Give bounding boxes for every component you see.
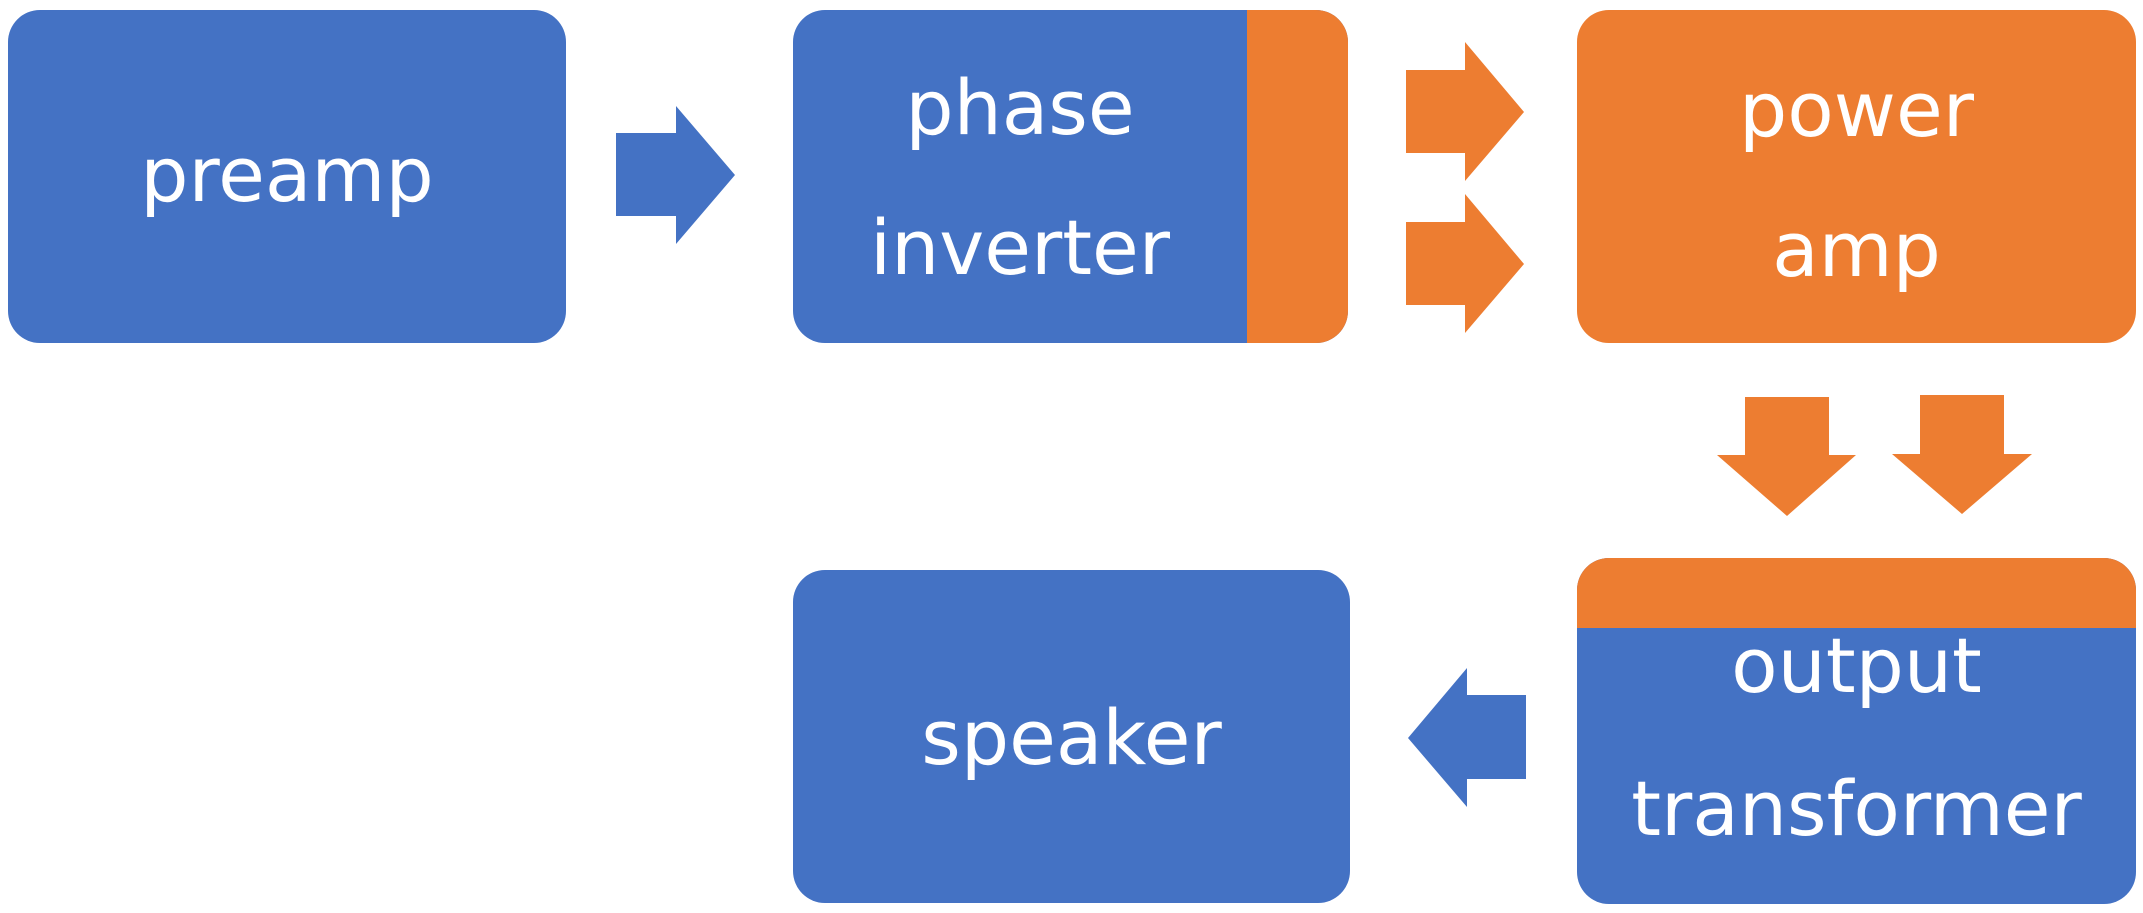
power-amp-box: power amp bbox=[1577, 10, 2136, 343]
output-transformer-orange-band bbox=[1577, 558, 2136, 628]
arrow-preamp-to-phase-inverter bbox=[616, 106, 735, 244]
output-transformer-label-line2: transformer bbox=[1631, 764, 2082, 853]
power-amp-label-line1: power bbox=[1739, 65, 1974, 154]
arrow-output-transformer-to-speaker bbox=[1408, 668, 1526, 807]
preamp-label: preamp bbox=[140, 130, 434, 219]
phase-inverter-label-line2: inverter bbox=[869, 203, 1171, 292]
phase-inverter-box: phase inverter bbox=[793, 10, 1348, 343]
output-transformer-label-line1: output bbox=[1731, 621, 1982, 710]
arrow-phase-inverter-to-power-amp-upper bbox=[1406, 42, 1524, 181]
arrow-power-amp-to-output-transformer-right bbox=[1892, 395, 2032, 514]
preamp-box: preamp bbox=[8, 10, 566, 343]
output-transformer-box: output transformer bbox=[1577, 558, 2136, 904]
arrow-phase-inverter-to-power-amp-lower bbox=[1406, 194, 1524, 333]
arrow-power-amp-to-output-transformer-left bbox=[1717, 397, 1856, 516]
speaker-label: speaker bbox=[921, 693, 1222, 782]
phase-inverter-orange-band bbox=[1247, 10, 1348, 343]
phase-inverter-label-line1: phase bbox=[905, 63, 1135, 152]
speaker-box: speaker bbox=[793, 570, 1350, 903]
power-amp-label-line2: amp bbox=[1772, 205, 1941, 294]
